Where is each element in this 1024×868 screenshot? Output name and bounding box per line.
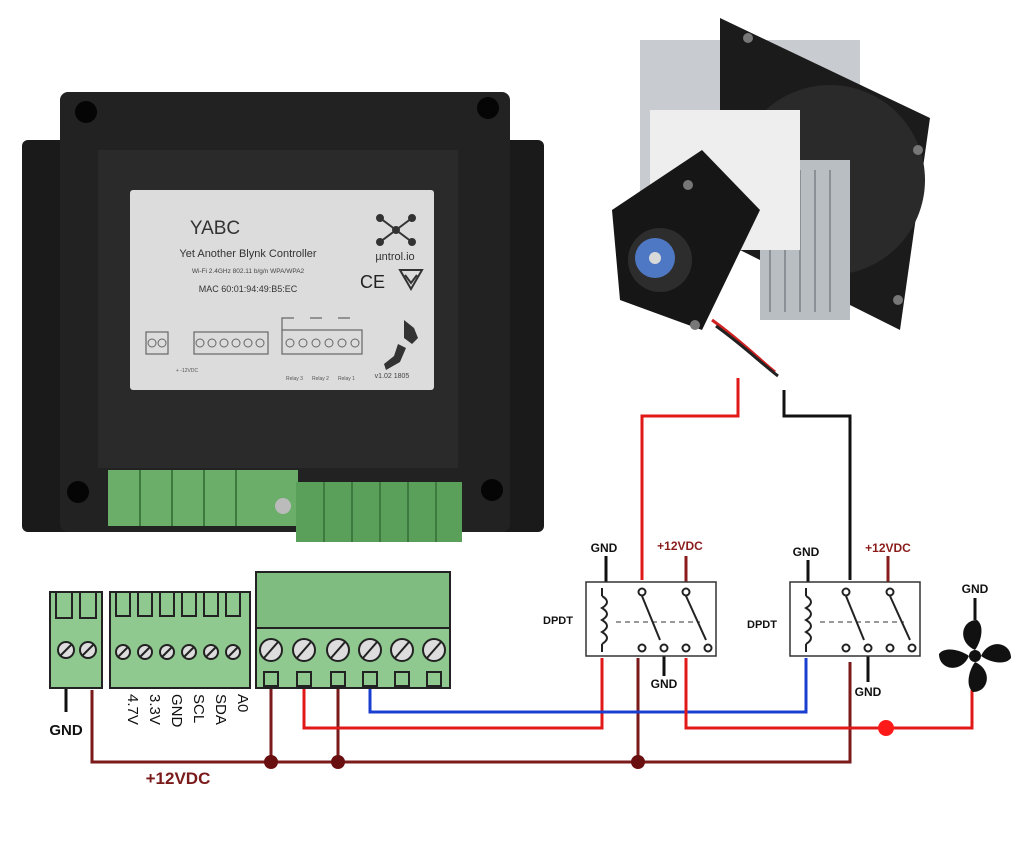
relay-label: Relay 3 <box>286 376 303 382</box>
terminal-block-io <box>109 591 251 689</box>
relay-1: DPDT GND +12VDC GND <box>543 539 717 691</box>
screw <box>743 33 753 43</box>
pin-label: SCL <box>190 694 207 723</box>
screw <box>913 145 923 155</box>
mount-hole <box>75 101 97 123</box>
fan-icon <box>939 620 1011 692</box>
wifi-spec: Wi-Fi 2.4GHz 802.11 b/g/n WPA/WPA2 <box>192 268 305 275</box>
pin-label: GND <box>168 694 185 728</box>
device-subtitle: Yet Another Blynk Controller <box>179 248 317 260</box>
relay-gnd-bottom: GND <box>651 677 678 691</box>
relay-label: Relay 1 <box>338 376 355 382</box>
junction-dot <box>264 755 278 769</box>
rcm-mark-icon <box>398 269 424 291</box>
yabc-controller: YABC Yet Another Blynk Controller Wi-Fi … <box>22 92 544 542</box>
pin-label: SDA <box>212 694 229 725</box>
pin-labels: 4.7V 3.3V GND SCL SDA A0 <box>124 694 251 728</box>
red-wire <box>302 658 604 730</box>
wires <box>64 378 977 764</box>
mount-hole <box>481 479 503 501</box>
relay-gnd-top: GND <box>591 541 618 555</box>
port-12v-text: + -12VDC <box>176 368 198 374</box>
version-text: v1.02 1805 <box>375 373 410 380</box>
mac-address: MAC 60:01:94:49:B5:EC <box>199 284 298 294</box>
blue-wire <box>368 658 808 714</box>
terminal-block-power <box>49 591 103 689</box>
fan-gnd-label: GND <box>962 582 989 596</box>
switch-contacts <box>637 587 713 653</box>
bus-label: +12VDC <box>146 769 211 788</box>
relay-type: DPDT <box>543 615 573 627</box>
pin-label: 4.7V <box>124 694 141 725</box>
device-title: YABC <box>190 218 240 239</box>
relay-vdc-top: +12VDC <box>657 539 703 553</box>
brand-text: µntrol.io <box>375 251 414 263</box>
black-wire <box>782 390 852 580</box>
pin-label: 3.3V <box>146 694 163 725</box>
relay-label: Relay 2 <box>312 376 329 382</box>
relay-gnd-top: GND <box>793 545 820 559</box>
new-zealand-icon <box>384 320 418 370</box>
pin-label: A0 <box>234 694 251 712</box>
red-wire <box>640 378 740 580</box>
screw <box>683 180 693 190</box>
relay-type: DPDT <box>747 619 777 631</box>
screw <box>893 295 903 305</box>
screw <box>690 320 700 330</box>
peltier-cooler <box>612 18 930 378</box>
junction-dot <box>631 755 645 769</box>
relay-gnd-bottom: GND <box>855 685 882 699</box>
fan: GND <box>939 582 1011 692</box>
relay-vdc-top: +12VDC <box>865 541 911 555</box>
network-icon <box>376 214 416 246</box>
junctions <box>264 720 894 769</box>
mount-hole <box>477 97 499 119</box>
printed-connectors <box>145 317 363 355</box>
mount-hole <box>67 481 89 503</box>
ce-mark: CE <box>360 272 385 292</box>
junction-dot <box>331 755 345 769</box>
relay-2: DPDT GND +12VDC GND <box>747 541 921 699</box>
terminal-block-relays <box>255 571 451 689</box>
coil-icon <box>804 595 812 645</box>
status-led <box>275 498 291 514</box>
switch-contacts <box>841 587 917 653</box>
red-wire <box>684 658 974 730</box>
coil-icon <box>600 595 608 645</box>
junction-dot <box>878 720 894 736</box>
printed-pin-circles <box>147 338 360 348</box>
bus-wire <box>90 662 852 764</box>
gnd-label: GND <box>49 722 83 739</box>
